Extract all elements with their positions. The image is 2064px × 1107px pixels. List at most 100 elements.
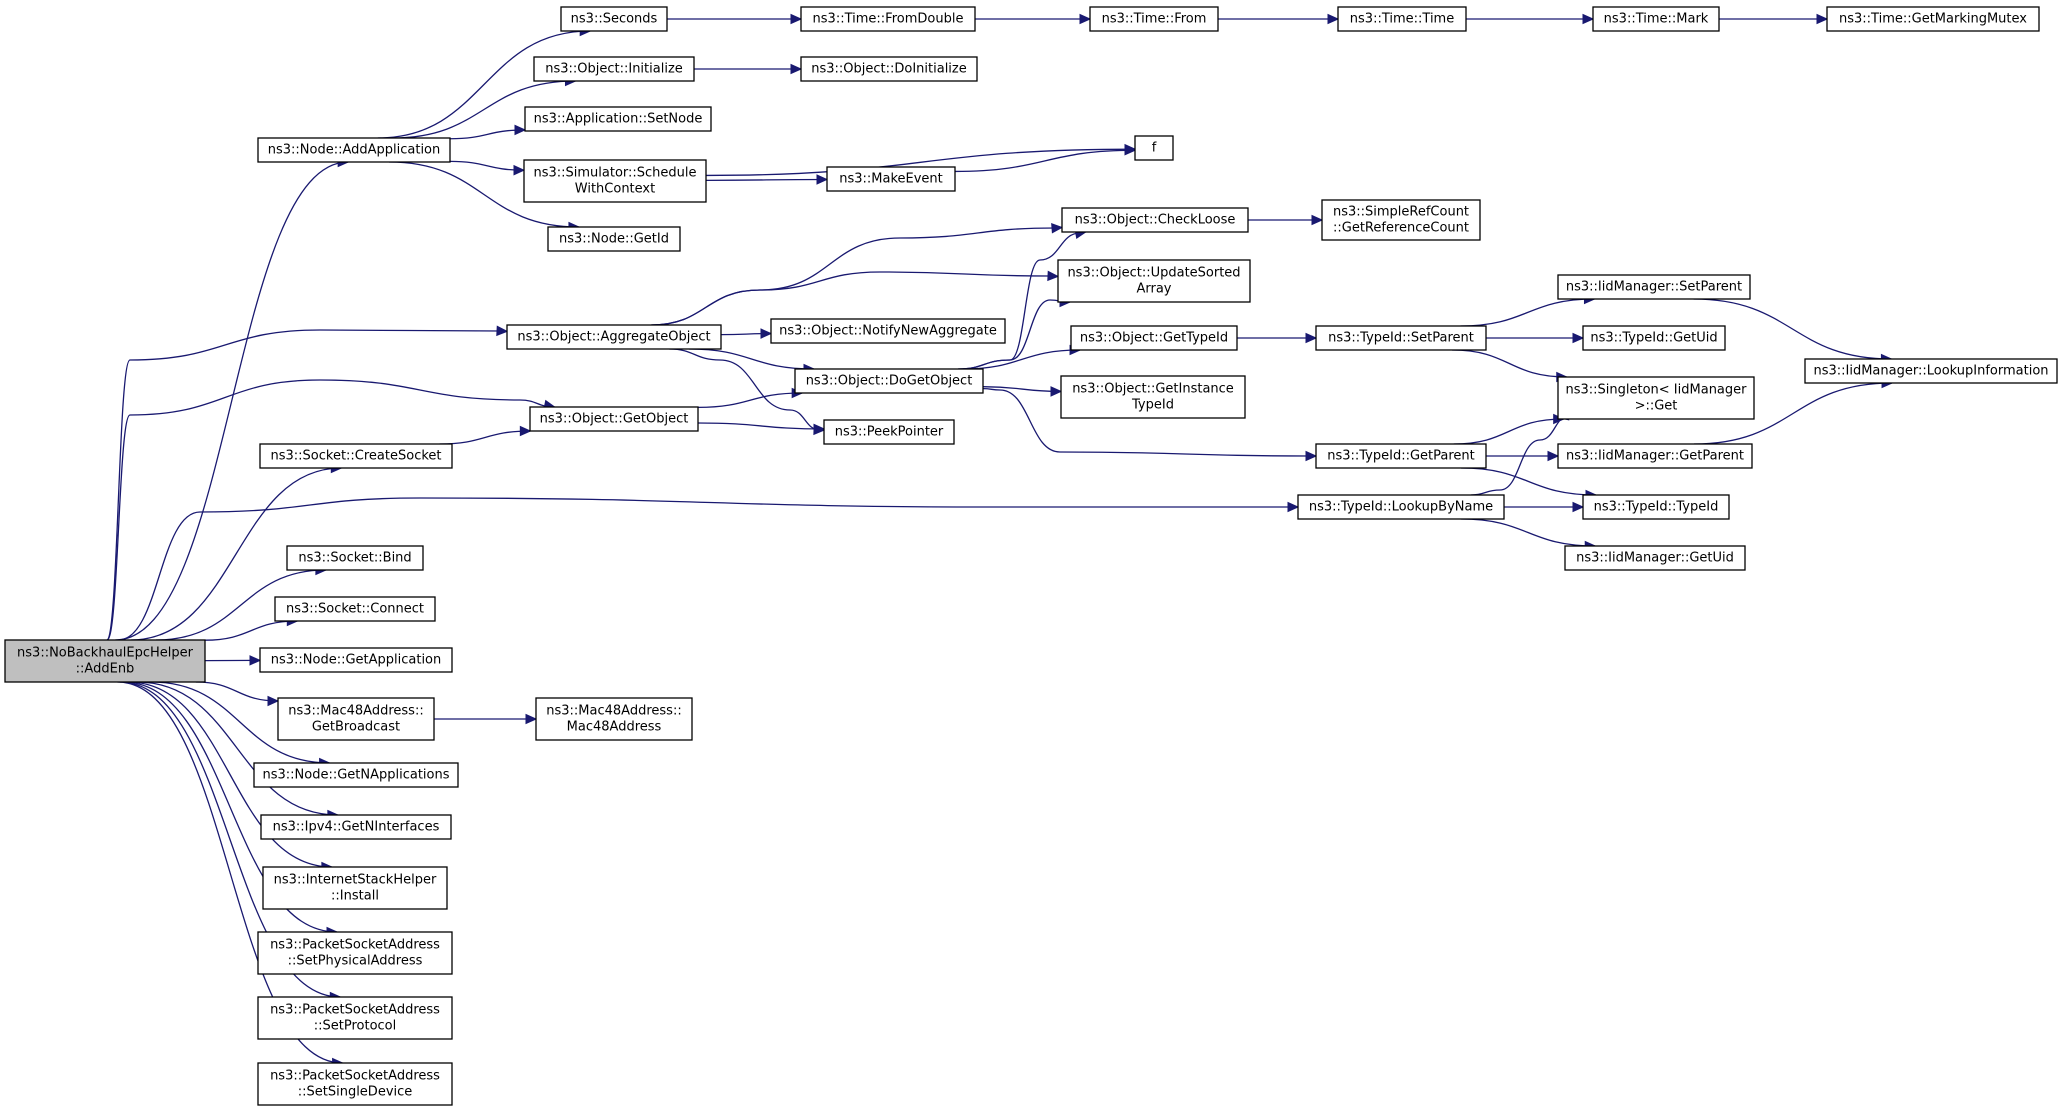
edge-arrowhead [1047,270,1060,282]
node-root[interactable]: ns3::NoBackhaulEpcHelper::AddEnb [4,639,206,683]
edge-time-to-mark [1466,13,1595,25]
node-setProto[interactable]: ns3::PacketSocketAddress::SetProtocol [257,996,453,1040]
node-label-line: ns3::IidManager::GetParent [1566,449,1744,464]
node-label-line: TypeId [1131,398,1174,413]
node-label-line: GetBroadcast [312,720,400,735]
node-label-line: ns3::Time::From [1102,12,1207,27]
node-box [800,6,976,32]
node-setPhys[interactable]: ns3::PacketSocketAddress::SetPhysicalAdd… [257,931,453,975]
node-box [1089,6,1219,32]
node-box [1070,325,1238,351]
node-box [506,324,722,350]
node-initialize[interactable]: ns3::Object::Initialize [533,56,695,82]
node-label-line: ns3::Object::AggregateObject [517,330,710,345]
edge-line [195,681,279,702]
edge-line [392,80,576,139]
edge-arrowhead [513,164,526,176]
node-mac48[interactable]: ns3::Mac48Address::Mac48Address [535,697,693,741]
node-getNIf[interactable]: ns3::Ipv4::GetNInterfaces [260,814,452,840]
node-setSingle[interactable]: ns3::PacketSocketAddress::SetSingleDevic… [257,1062,453,1106]
node-peek[interactable]: ns3::PeekPointer [823,419,955,445]
node-doInit[interactable]: ns3::Object::DoInitialize [800,56,978,82]
node-box [1315,443,1487,469]
node-singleton[interactable]: ns3::Singleton< IidManager>::Get [1557,376,1755,420]
edge-from-to-time [1218,13,1340,25]
edge-line [1693,382,1893,445]
edge-root-to-aggObj [106,325,509,641]
node-getObj[interactable]: ns3::Object::GetObject [529,406,699,432]
edge-line [962,349,1081,370]
node-getApp[interactable]: ns3::Node::GetApplication [259,647,453,673]
node-tidGetParent[interactable]: ns3::TypeId::GetParent [1315,443,1487,469]
node-tidSetParent[interactable]: ns3::TypeId::SetParent [1315,325,1487,351]
node-label-line: ns3::Object::GetInstance [1072,382,1234,397]
node-label-line: ns3::TypeId::TypeId [1594,500,1719,515]
node-seconds[interactable]: ns3::Seconds [560,6,668,32]
node-refCount[interactable]: ns3::SimpleRefCount::GetReferenceCount [1321,199,1481,241]
node-iidSetParent[interactable]: ns3::IidManager::SetParent [1557,274,1751,300]
node-notifyNew[interactable]: ns3::Object::NotifyNewAggregate [770,318,1006,344]
edge-getTypeId-to-tidSetParent [1236,332,1318,344]
node-nodeGetId[interactable]: ns3::Node::GetId [547,226,681,252]
node-doGetObj[interactable]: ns3::Object::DoGetObject [794,368,984,394]
edge-line [982,386,1062,393]
edge-arrowhead [790,63,803,75]
edge-arrowhead [813,423,826,435]
node-box [560,6,668,32]
node-label-line: ns3::IidManager::SetParent [1566,280,1742,295]
node-checkLoose[interactable]: ns3::Object::CheckLoose [1061,207,1249,233]
node-box [260,814,452,840]
edge-arrowhead [1051,223,1064,234]
edge-arrowhead [525,713,538,725]
node-iidGetUid[interactable]: ns3::IidManager::GetUid [1564,545,1746,571]
edge-arrowhead [519,425,532,437]
node-f[interactable]: f [1134,135,1174,161]
node-label-line: ::Install [331,889,379,904]
edge-getObj-to-doGetObj [697,387,804,409]
edge-line [1460,518,1596,547]
node-label-line: ns3::Object::UpdateSorted [1067,266,1240,281]
node-addApp[interactable]: ns3::Node::AddApplication [257,137,451,163]
node-getNApps[interactable]: ns3::Node::GetNApplications [253,762,459,788]
node-setNode[interactable]: ns3::Application::SetNode [524,106,712,132]
edge-line [377,30,591,139]
node-label-line: ns3::Object::DoInitialize [811,62,967,77]
node-label-line: ns3::IidManager::LookupInformation [1813,364,2048,379]
node-time[interactable]: ns3::Time::Time [1337,6,1467,32]
node-label-line: ns3::Socket::Connect [286,602,424,617]
node-box [533,56,695,82]
node-aggObj[interactable]: ns3::Object::AggregateObject [506,324,722,350]
edge-fromDouble-to-from [975,13,1092,25]
node-tidTypeId[interactable]: ns3::TypeId::TypeId [1582,494,1730,520]
nodes-layer: ns3::NoBackhaulEpcHelper::AddEnbns3::Nod… [4,6,2058,1106]
node-iidGetParent[interactable]: ns3::IidManager::GetParent [1557,443,1753,469]
node-mark[interactable]: ns3::Time::Mark [1592,6,1720,32]
node-label-line: ns3::Time::GetMarkingMutex [1839,12,2027,27]
node-makeEvent[interactable]: ns3::MakeEvent [826,166,956,192]
node-mutex[interactable]: ns3::Time::GetMarkingMutex [1826,6,2040,32]
node-connect[interactable]: ns3::Socket::Connect [274,596,436,622]
node-label-line: ns3::Simulator::Schedule [533,166,696,181]
node-lookupName[interactable]: ns3::TypeId::LookupByName [1297,494,1505,520]
node-getBcast[interactable]: ns3::Mac48Address::GetBroadcast [277,697,435,741]
node-label-line: ns3::Time::Time [1350,12,1454,27]
edge-arrowhead [496,325,509,337]
node-install[interactable]: ns3::InternetStackHelper::Install [262,866,448,910]
node-fromDouble[interactable]: ns3::Time::FromDouble [800,6,976,32]
node-bind[interactable]: ns3::Socket::Bind [286,545,424,571]
node-createSock[interactable]: ns3::Socket::CreateSocket [259,443,453,469]
node-label-line: ns3::Object::Initialize [545,62,683,77]
node-from[interactable]: ns3::Time::From [1089,6,1219,32]
edge-tidSetParent-to-tidGetUid [1485,332,1585,344]
node-label-line: ns3::Object::DoGetObject [806,374,973,389]
node-box [1592,6,1720,32]
node-box [1321,199,1481,241]
node-lookupInfo[interactable]: ns3::IidManager::LookupInformation [1804,358,2058,384]
edge-line [151,681,330,764]
node-box [770,318,1006,344]
node-tidGetUid[interactable]: ns3::TypeId::GetUid [1582,325,1726,351]
node-getTypeId[interactable]: ns3::Object::GetTypeId [1070,325,1238,351]
